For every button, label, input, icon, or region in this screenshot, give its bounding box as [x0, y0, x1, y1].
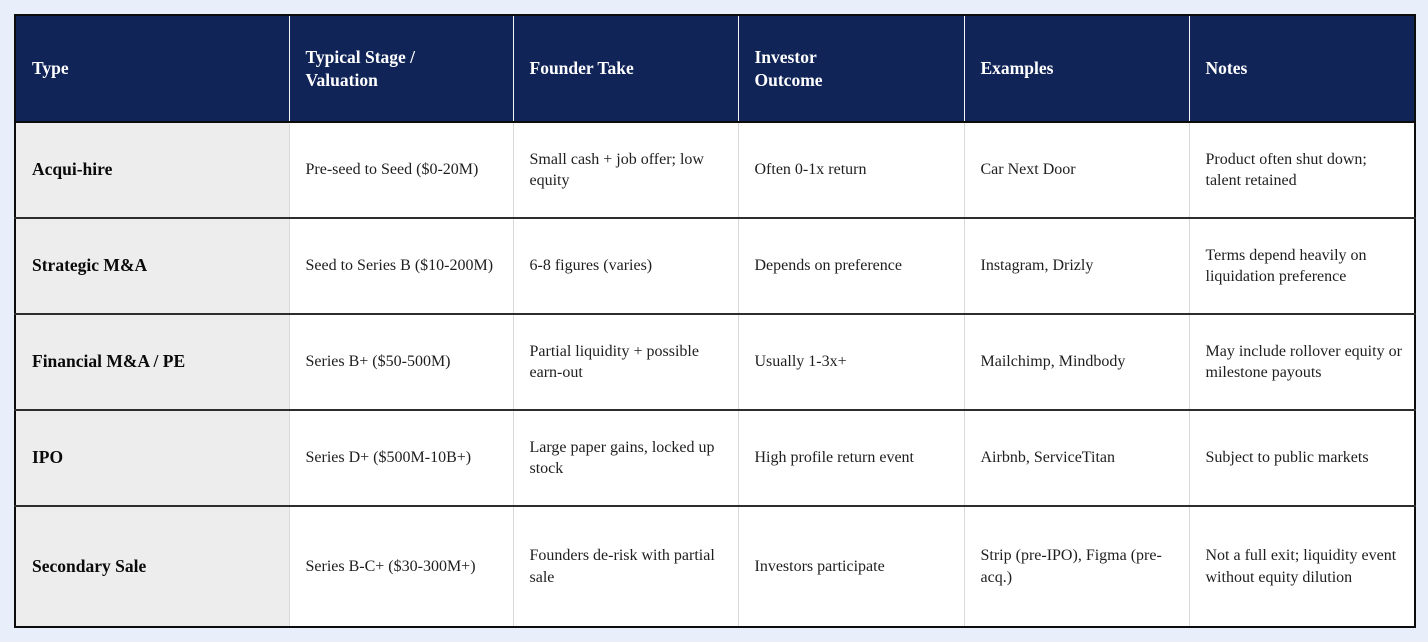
table-row-secondary-sale: Secondary Sale Series B-C+ ($30-300M+) F…: [15, 506, 1415, 627]
exit-types-table: Type Typical Stage / Valuation Founder T…: [14, 14, 1416, 628]
examples-cell: Car Next Door: [963, 122, 1189, 219]
header-row: Type Typical Stage / Valuation Founder T…: [15, 15, 1415, 123]
examples-cell: Strip (pre-IPO), Figma (pre-acq.): [963, 506, 1189, 627]
stage-valuation-cell: Series B-C+ ($30-300M+): [288, 506, 513, 627]
table-row-ipo: IPO Series D+ ($500M-10B+) Large paper g…: [15, 410, 1415, 507]
investor-outcome-cell: Often 0-1x return: [737, 122, 964, 219]
examples-cell: Mailchimp, Mindbody: [963, 314, 1189, 411]
header-cell-examples: Examples: [963, 15, 1189, 123]
type-cell: Acqui-hire: [15, 122, 289, 219]
notes-cell: Terms depend heavily on liquidation pref…: [1188, 218, 1415, 315]
notes-cell: Subject to public markets: [1188, 410, 1415, 507]
notes-cell: Product often shut down; talent retained: [1188, 122, 1415, 219]
notes-cell: May include rollover equity or milestone…: [1188, 314, 1415, 411]
stage-valuation-cell: Series D+ ($500M-10B+): [288, 410, 513, 507]
investor-outcome-cell: Depends on preference: [737, 218, 964, 315]
founder-take-cell: Partial liquidity + possible earn-out: [512, 314, 738, 411]
type-cell: Financial M&A / PE: [15, 314, 289, 411]
header-cell-notes: Notes: [1188, 15, 1415, 123]
investor-outcome-cell: High profile return event: [737, 410, 964, 507]
notes-cell: Not a full exit; liquidity event without…: [1188, 506, 1415, 627]
stage-valuation-cell: Series B+ ($50-500M): [288, 314, 513, 411]
header-cell-investor-outcome: Investor Outcome: [737, 15, 964, 123]
header-cell-founder-take: Founder Take: [512, 15, 738, 123]
founder-take-cell: Large paper gains, locked up stock: [512, 410, 738, 507]
investor-outcome-cell: Investors participate: [737, 506, 964, 627]
stage-valuation-cell: Seed to Series B ($10-200M): [288, 218, 513, 315]
header-cell-type: Type: [15, 15, 289, 123]
investor-outcome-cell: Usually 1-3x+: [737, 314, 964, 411]
founder-take-cell: Founders de-risk with partial sale: [512, 506, 738, 627]
table-header: Type Typical Stage / Valuation Founder T…: [15, 15, 1415, 123]
type-cell: Secondary Sale: [15, 506, 289, 627]
table-row-financial-ma-pe: Financial M&A / PE Series B+ ($50-500M) …: [15, 314, 1415, 411]
table-body: Acqui-hire Pre-seed to Seed ($0-20M) Sma…: [15, 122, 1415, 627]
stage-valuation-cell: Pre-seed to Seed ($0-20M): [288, 122, 513, 219]
examples-cell: Instagram, Drizly: [963, 218, 1189, 315]
founder-take-cell: 6-8 figures (varies): [512, 218, 738, 315]
table-row-strategic-ma: Strategic M&A Seed to Series B ($10-200M…: [15, 218, 1415, 315]
examples-cell: Airbnb, ServiceTitan: [963, 410, 1189, 507]
type-cell: IPO: [15, 410, 289, 507]
header-cell-stage-valuation: Typical Stage / Valuation: [288, 15, 513, 123]
type-cell: Strategic M&A: [15, 218, 289, 315]
founder-take-cell: Small cash + job offer; low equity: [512, 122, 738, 219]
table-row-acqui-hire: Acqui-hire Pre-seed to Seed ($0-20M) Sma…: [15, 122, 1415, 219]
